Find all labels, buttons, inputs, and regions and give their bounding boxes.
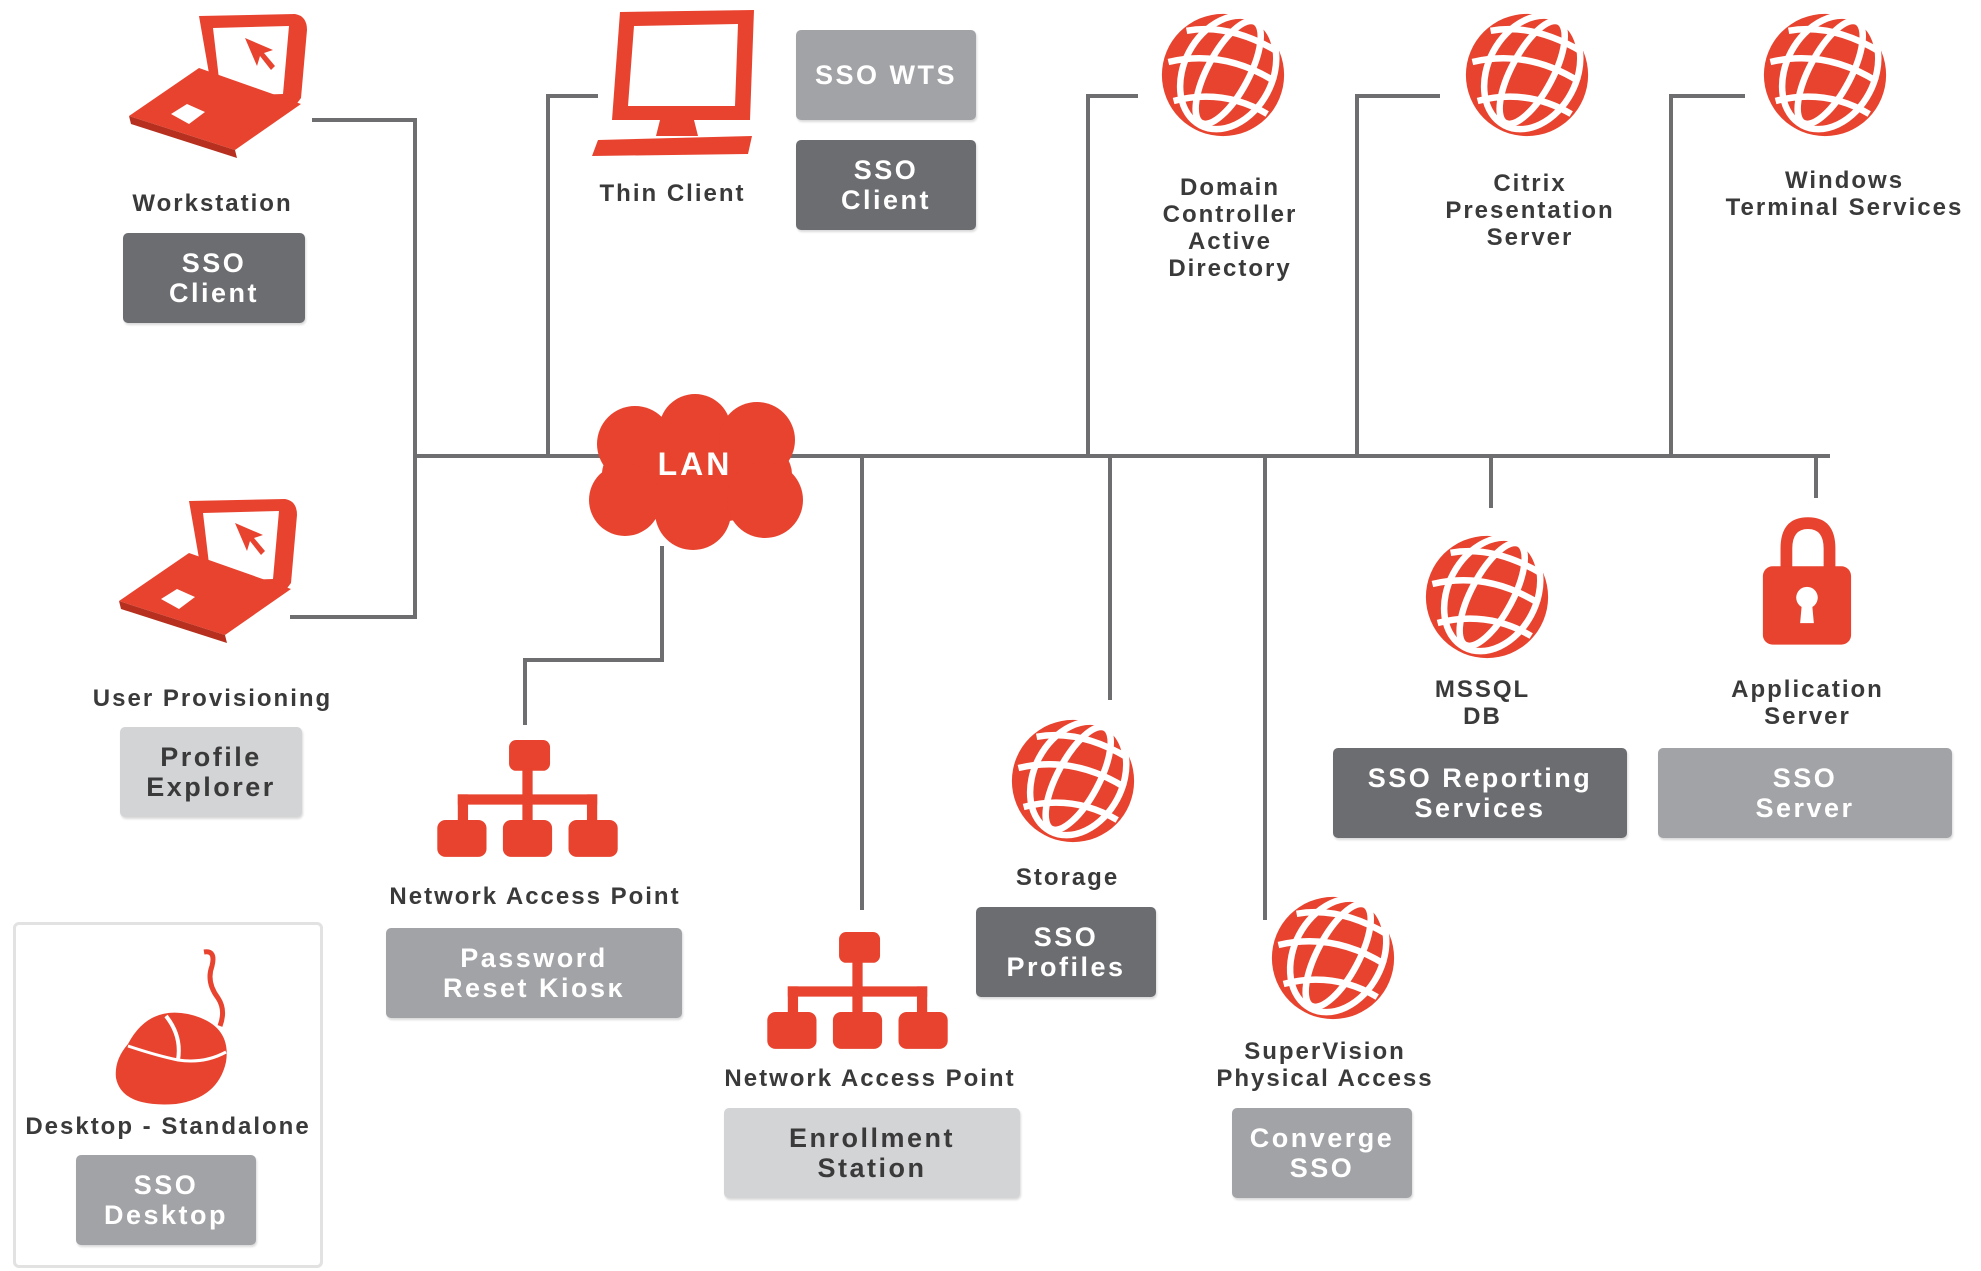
globe-icon bbox=[1158, 10, 1288, 140]
sso-desktop-box: SSO Desktop bbox=[76, 1155, 256, 1245]
sso-reporting-services-box: SSO Reporting Services bbox=[1333, 748, 1627, 838]
thin-client-sso-client-box: SSO Client bbox=[796, 140, 976, 230]
globe-icon bbox=[1422, 532, 1552, 662]
enrollment-station-box: Enrollment Station bbox=[724, 1108, 1020, 1198]
network-hierarchy-icon bbox=[435, 738, 620, 861]
workstation-label: Workstation bbox=[132, 190, 293, 217]
network-hierarchy-icon bbox=[765, 930, 950, 1053]
profile-explorer-box: Profile Explorer bbox=[120, 727, 302, 817]
globe-icon bbox=[1760, 10, 1890, 140]
domain-controller-label: Domain Controller Active Directory bbox=[1162, 174, 1298, 282]
globe-icon bbox=[1268, 893, 1398, 1023]
citrix-label: Citrix Presentation Server bbox=[1445, 170, 1615, 251]
laptop-icon bbox=[115, 493, 305, 643]
desktop-standalone-panel bbox=[13, 922, 323, 1268]
network-access-point-label: Network Access Point bbox=[389, 883, 681, 910]
supervision-label: SuperVision Physical Access bbox=[1216, 1038, 1434, 1092]
lan-label: LAN bbox=[657, 446, 733, 482]
windows-terminal-services-label: Windows Terminal Services bbox=[1725, 167, 1964, 221]
password-reset-kiosk-box: Password Reset Kiosĸ bbox=[386, 928, 682, 1018]
monitor-icon bbox=[590, 8, 760, 158]
mssql-db-label: MSSQL DB bbox=[1434, 676, 1531, 730]
network-access-point-label: Network Access Point bbox=[724, 1065, 1016, 1092]
sso-profiles-box: SSO Profiles bbox=[976, 907, 1156, 997]
globe-icon bbox=[1462, 10, 1592, 140]
desktop-standalone-label: Desktop - Standalone bbox=[25, 1113, 311, 1140]
application-server-label: Application Server bbox=[1731, 676, 1884, 730]
mouse-icon bbox=[108, 948, 248, 1108]
user-provisioning-label: User Provisioning bbox=[92, 685, 333, 712]
converge-sso-box: Converge SSO bbox=[1232, 1108, 1412, 1198]
sso-server-box: SSO Server bbox=[1658, 748, 1952, 838]
thin-client-label: Thin Client bbox=[599, 180, 746, 207]
cloud-icon bbox=[589, 394, 803, 550]
sso-wts-box: SSO WTS bbox=[796, 30, 976, 120]
laptop-icon bbox=[125, 8, 315, 158]
globe-icon bbox=[1008, 716, 1138, 846]
padlock-icon bbox=[1757, 510, 1855, 650]
workstation-sso-client-box: SSO Client bbox=[123, 233, 305, 323]
storage-label: Storage bbox=[1015, 864, 1120, 891]
